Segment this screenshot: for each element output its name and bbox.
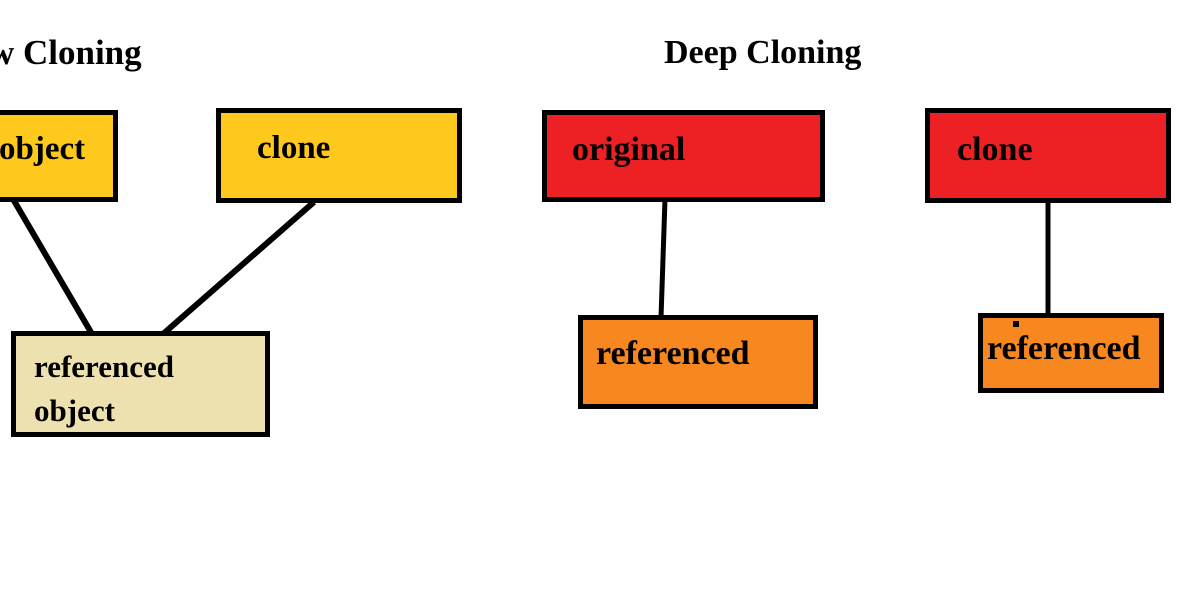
node-original[interactable]: original bbox=[542, 110, 825, 202]
section-title-shallow-cloning: llow Cloning bbox=[0, 33, 142, 72]
node-original-label: original bbox=[572, 131, 686, 168]
edge-original-to-referenced-mid bbox=[658, 198, 668, 319]
node-referenced-right[interactable]: referenced bbox=[978, 313, 1164, 393]
node-clone-deep[interactable]: clone bbox=[925, 108, 1171, 203]
node-referenced-mid-label: referenced bbox=[596, 335, 750, 372]
node-referenced-object-label: referenced object bbox=[34, 349, 174, 428]
node-object-label: object bbox=[0, 131, 86, 167]
node-object[interactable]: object bbox=[0, 110, 118, 202]
node-clone-deep-label: clone bbox=[957, 131, 1033, 168]
node-referenced-right-label: referenced bbox=[987, 330, 1141, 367]
node-clone-shallow[interactable]: clone bbox=[216, 108, 462, 203]
section-title-deep-cloning: Deep Cloning bbox=[664, 34, 862, 71]
node-referenced-object[interactable]: referenced object bbox=[11, 331, 270, 437]
node-clone-shallow-label: clone bbox=[257, 130, 331, 166]
stray-dot-artifact bbox=[1013, 321, 1019, 327]
edge-clone-to-referenced-object bbox=[161, 199, 316, 337]
node-referenced-mid[interactable]: referenced bbox=[578, 315, 818, 409]
edge-object-to-referenced-object bbox=[10, 197, 95, 336]
